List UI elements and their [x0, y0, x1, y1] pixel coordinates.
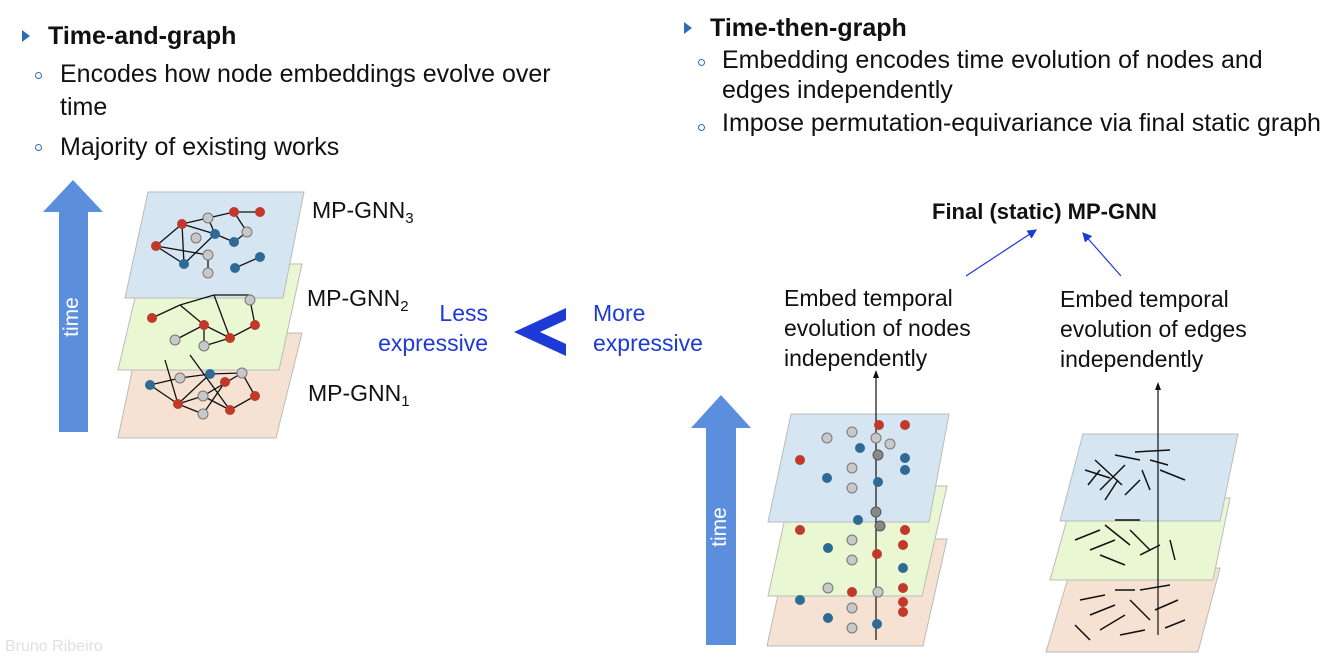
right-bullet-1: Embedding encodes time evolution of node… — [722, 46, 1263, 104]
less-expressive-label: Less expressive — [378, 300, 488, 356]
time-label-right: time — [708, 507, 731, 547]
left-bullet-2: Majority of existing works — [60, 133, 340, 161]
edges-embed-label: Embed temporal evolution of edges indepe… — [1060, 286, 1247, 372]
final-mpgnn-label: Final (static) MP-GNN — [932, 199, 1157, 224]
time-arrow-left — [43, 180, 103, 432]
left-heading: Time-and-graph — [48, 22, 237, 50]
right-bullet-2: Impose permutation-equivariance via fina… — [722, 109, 1321, 137]
time-arrow-right — [691, 395, 751, 645]
bullet-icon — [35, 144, 42, 151]
bullet-icon — [698, 124, 705, 131]
edges-layer-1-edges — [1074, 584, 1186, 641]
layer-3-plane — [124, 191, 305, 299]
layer-3-nodes — [151, 207, 265, 279]
right-heading: Time-then-graph — [710, 14, 907, 42]
nodes-to-final-arrow — [965, 229, 1038, 277]
layer-2-nodes — [147, 294, 260, 352]
edges-layer-1-plane — [1045, 567, 1221, 653]
nodes-embed-label: Embed temporal evolution of nodes indepe… — [784, 285, 971, 371]
more-expressive-label: More expressive — [593, 300, 703, 356]
time-label-left: time — [60, 297, 83, 337]
layer-1-nodes — [145, 367, 260, 420]
author-footer: Bruno Ribeiro — [5, 638, 103, 655]
nodes-layer-3-nodes — [795, 420, 910, 494]
edges-layer-3-plane — [1059, 433, 1239, 522]
nodes-evolution-arrowhead — [873, 370, 879, 378]
layer-1-label: MP-GNN1 — [308, 380, 410, 410]
nodes-layer-3-plane — [767, 413, 950, 523]
bullet-icon — [698, 59, 705, 66]
layer-2-label: MP-GNN2 — [307, 285, 409, 315]
heading-bullet-icon — [684, 22, 692, 34]
edges-layer-3-edges — [1084, 449, 1186, 501]
left-bullet-1: Encodes how node embeddings evolve over … — [60, 60, 551, 121]
bullet-icon — [35, 72, 42, 79]
edges-to-final-arrow — [1082, 232, 1122, 277]
less-than-symbol — [514, 308, 566, 356]
edges-evolution-arrowhead — [1155, 382, 1161, 390]
edges-layer-2-edges — [1074, 519, 1176, 566]
nodes-layer-2-nodes — [795, 506, 910, 573]
nodes-layer-1-nodes — [795, 582, 908, 634]
heading-bullet-icon — [22, 30, 30, 42]
layer-3-label: MP-GNN3 — [312, 197, 414, 227]
